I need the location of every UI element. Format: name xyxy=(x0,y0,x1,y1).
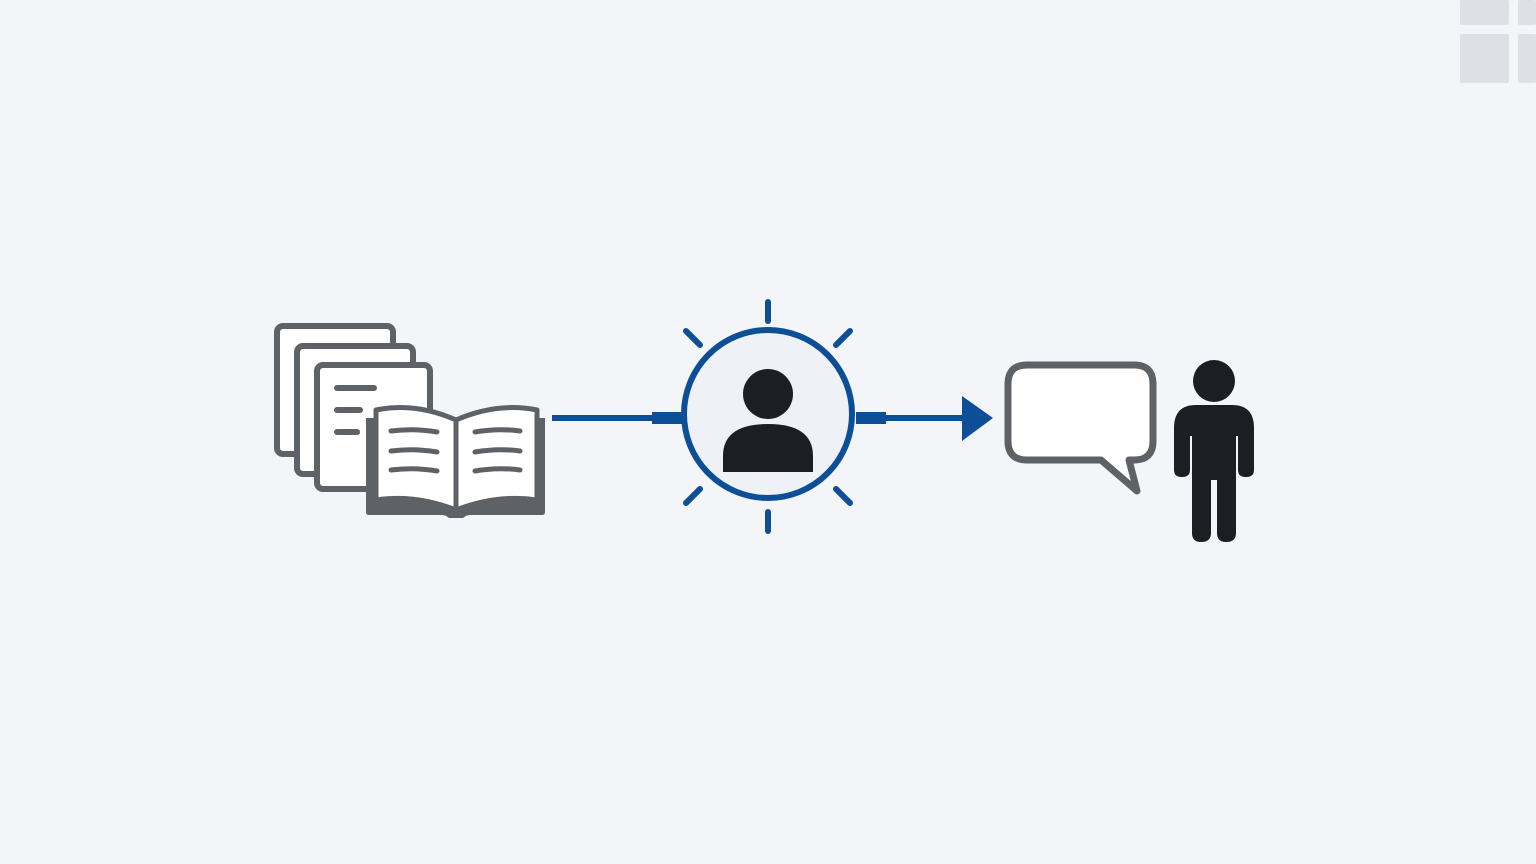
speech-bubble-icon xyxy=(1004,361,1157,495)
corner-tile xyxy=(1518,0,1536,25)
glow-rays xyxy=(683,299,853,534)
person-head xyxy=(1193,360,1235,402)
standing-person-icon xyxy=(1174,360,1254,542)
person-in-glowing-circle-icon xyxy=(681,299,855,534)
corner-tile xyxy=(1460,0,1509,25)
processor-to-response-arrow xyxy=(856,396,993,441)
documents-and-book-icon xyxy=(274,323,545,518)
person-body xyxy=(1174,405,1254,542)
corner-tile xyxy=(1460,34,1509,83)
arrow-head-icon xyxy=(962,396,993,441)
book-left-page xyxy=(373,405,459,513)
corner-tiles-decoration xyxy=(1460,0,1536,84)
book-text-lines xyxy=(388,427,523,474)
open-book-icon xyxy=(366,405,545,518)
document-text-lines xyxy=(334,385,377,435)
user-avatar-icon xyxy=(723,369,813,472)
book-right-page xyxy=(453,405,540,513)
corner-tile xyxy=(1518,34,1536,83)
sources-to-processor-connector xyxy=(552,412,683,424)
